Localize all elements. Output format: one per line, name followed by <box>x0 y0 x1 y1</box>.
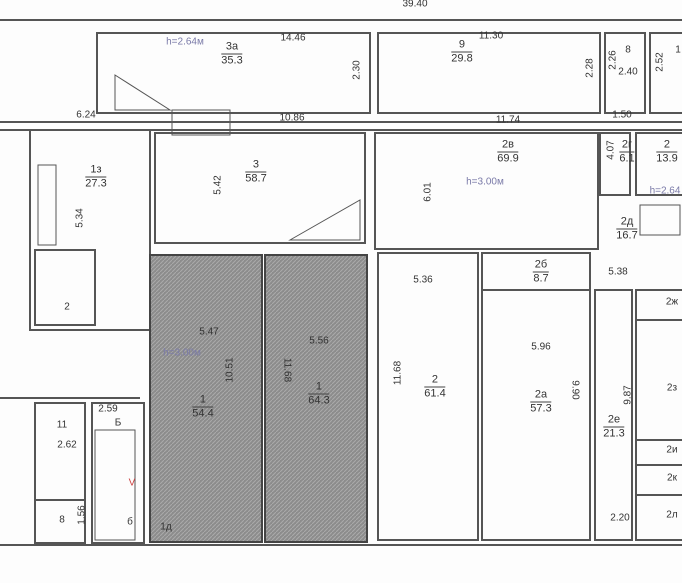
room-label: 1д <box>160 521 172 533</box>
dimension: 4.07 <box>605 140 617 160</box>
room-label: 11 <box>56 419 68 431</box>
room-label: V <box>128 477 136 489</box>
dimension: 2.40 <box>618 66 638 78</box>
height-label: h=2.64м <box>166 36 204 48</box>
dimension: 2.26 <box>607 50 619 70</box>
shaded-room-1-right <box>264 254 368 543</box>
dimension: 2.52 <box>654 52 666 72</box>
dimension: 11.30 <box>478 30 504 42</box>
dimension: 5.56 <box>309 335 329 347</box>
dimension: 6.24 <box>76 109 96 121</box>
dimension: 10.86 <box>279 112 305 124</box>
total-width-dimension: 39.40 <box>402 0 428 10</box>
dimension: 5.42 <box>212 175 224 195</box>
room-label: 2к <box>667 472 677 484</box>
shaded-room-1-left <box>149 254 263 543</box>
room-label: 8 <box>59 514 65 526</box>
dimension: 6.01 <box>422 182 434 202</box>
room-label: 2 <box>64 301 70 313</box>
dimension: 5.36 <box>413 274 433 286</box>
dimension: 10.51 <box>224 357 236 383</box>
room-label: 2ж <box>665 296 679 308</box>
height-label: h=3.00м <box>466 176 504 188</box>
room-label: 2л <box>666 509 678 521</box>
stairs <box>37 74 681 541</box>
dimension: 11.68 <box>281 357 293 383</box>
room-label: б <box>127 516 133 528</box>
room-label: 2з <box>666 382 678 394</box>
dimension: 5.38 <box>608 266 628 278</box>
room-1-top: 1 <box>675 44 681 56</box>
dimension: 5.96 <box>531 341 551 353</box>
dimension: 11.68 <box>392 360 404 386</box>
dimension: 9.87 <box>622 385 634 405</box>
room-label: Б <box>114 417 122 429</box>
height-label: h=2.64 <box>649 185 681 197</box>
dimension: 9.90 <box>569 380 581 400</box>
dimension: 5.47 <box>199 326 219 338</box>
dimension: 2.28 <box>584 58 596 78</box>
dimension: 1.56 <box>76 505 88 525</box>
room-8-top: 8 <box>625 44 631 56</box>
dimension: 14.46 <box>280 32 306 44</box>
dimension: 5.34 <box>74 208 86 228</box>
dimension: 2.59 <box>98 403 118 415</box>
dimension: 11.74 <box>495 114 521 126</box>
dimension: 2.62 <box>57 439 77 451</box>
dimension: 2.30 <box>351 60 363 80</box>
height-label: h=3.00м <box>163 347 201 359</box>
dimension: 1.50 <box>612 109 632 121</box>
room-label: 2и <box>666 444 678 456</box>
dimension: 2.20 <box>610 512 630 524</box>
